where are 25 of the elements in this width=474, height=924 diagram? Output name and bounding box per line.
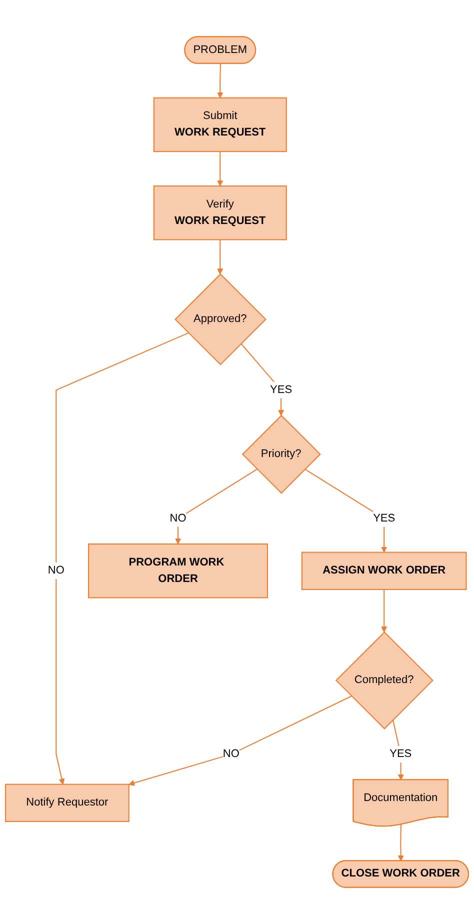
edge-label: YES xyxy=(390,748,412,760)
node-box: Verify WORK REQUEST xyxy=(153,185,287,240)
node-box: ASSIGN WORK ORDER xyxy=(301,552,467,590)
arrow xyxy=(217,64,224,98)
node-diamond: Approved? xyxy=(174,273,266,366)
node-box: PROGRAM WORK ORDER xyxy=(88,544,268,598)
arrow xyxy=(381,589,388,632)
edge-label: NO xyxy=(170,512,186,524)
arrow xyxy=(398,824,404,862)
arrow xyxy=(304,468,388,553)
edge-label: NO xyxy=(222,748,240,760)
edge-label: NO xyxy=(48,564,64,576)
arrow xyxy=(175,468,258,544)
node-box: Notify Requestor xyxy=(5,784,130,822)
edge-label: YES xyxy=(373,512,396,524)
arrow xyxy=(217,152,224,186)
arrow xyxy=(56,332,189,785)
node-diamond: Priority? xyxy=(242,414,321,494)
node-diamond: Completed? xyxy=(335,631,434,730)
node-box: Submit WORK REQUEST xyxy=(153,97,287,152)
arrow xyxy=(217,240,224,274)
arrow xyxy=(392,720,404,780)
arrow xyxy=(240,343,284,416)
arrow xyxy=(128,696,352,786)
edge-label: YES xyxy=(270,384,292,396)
